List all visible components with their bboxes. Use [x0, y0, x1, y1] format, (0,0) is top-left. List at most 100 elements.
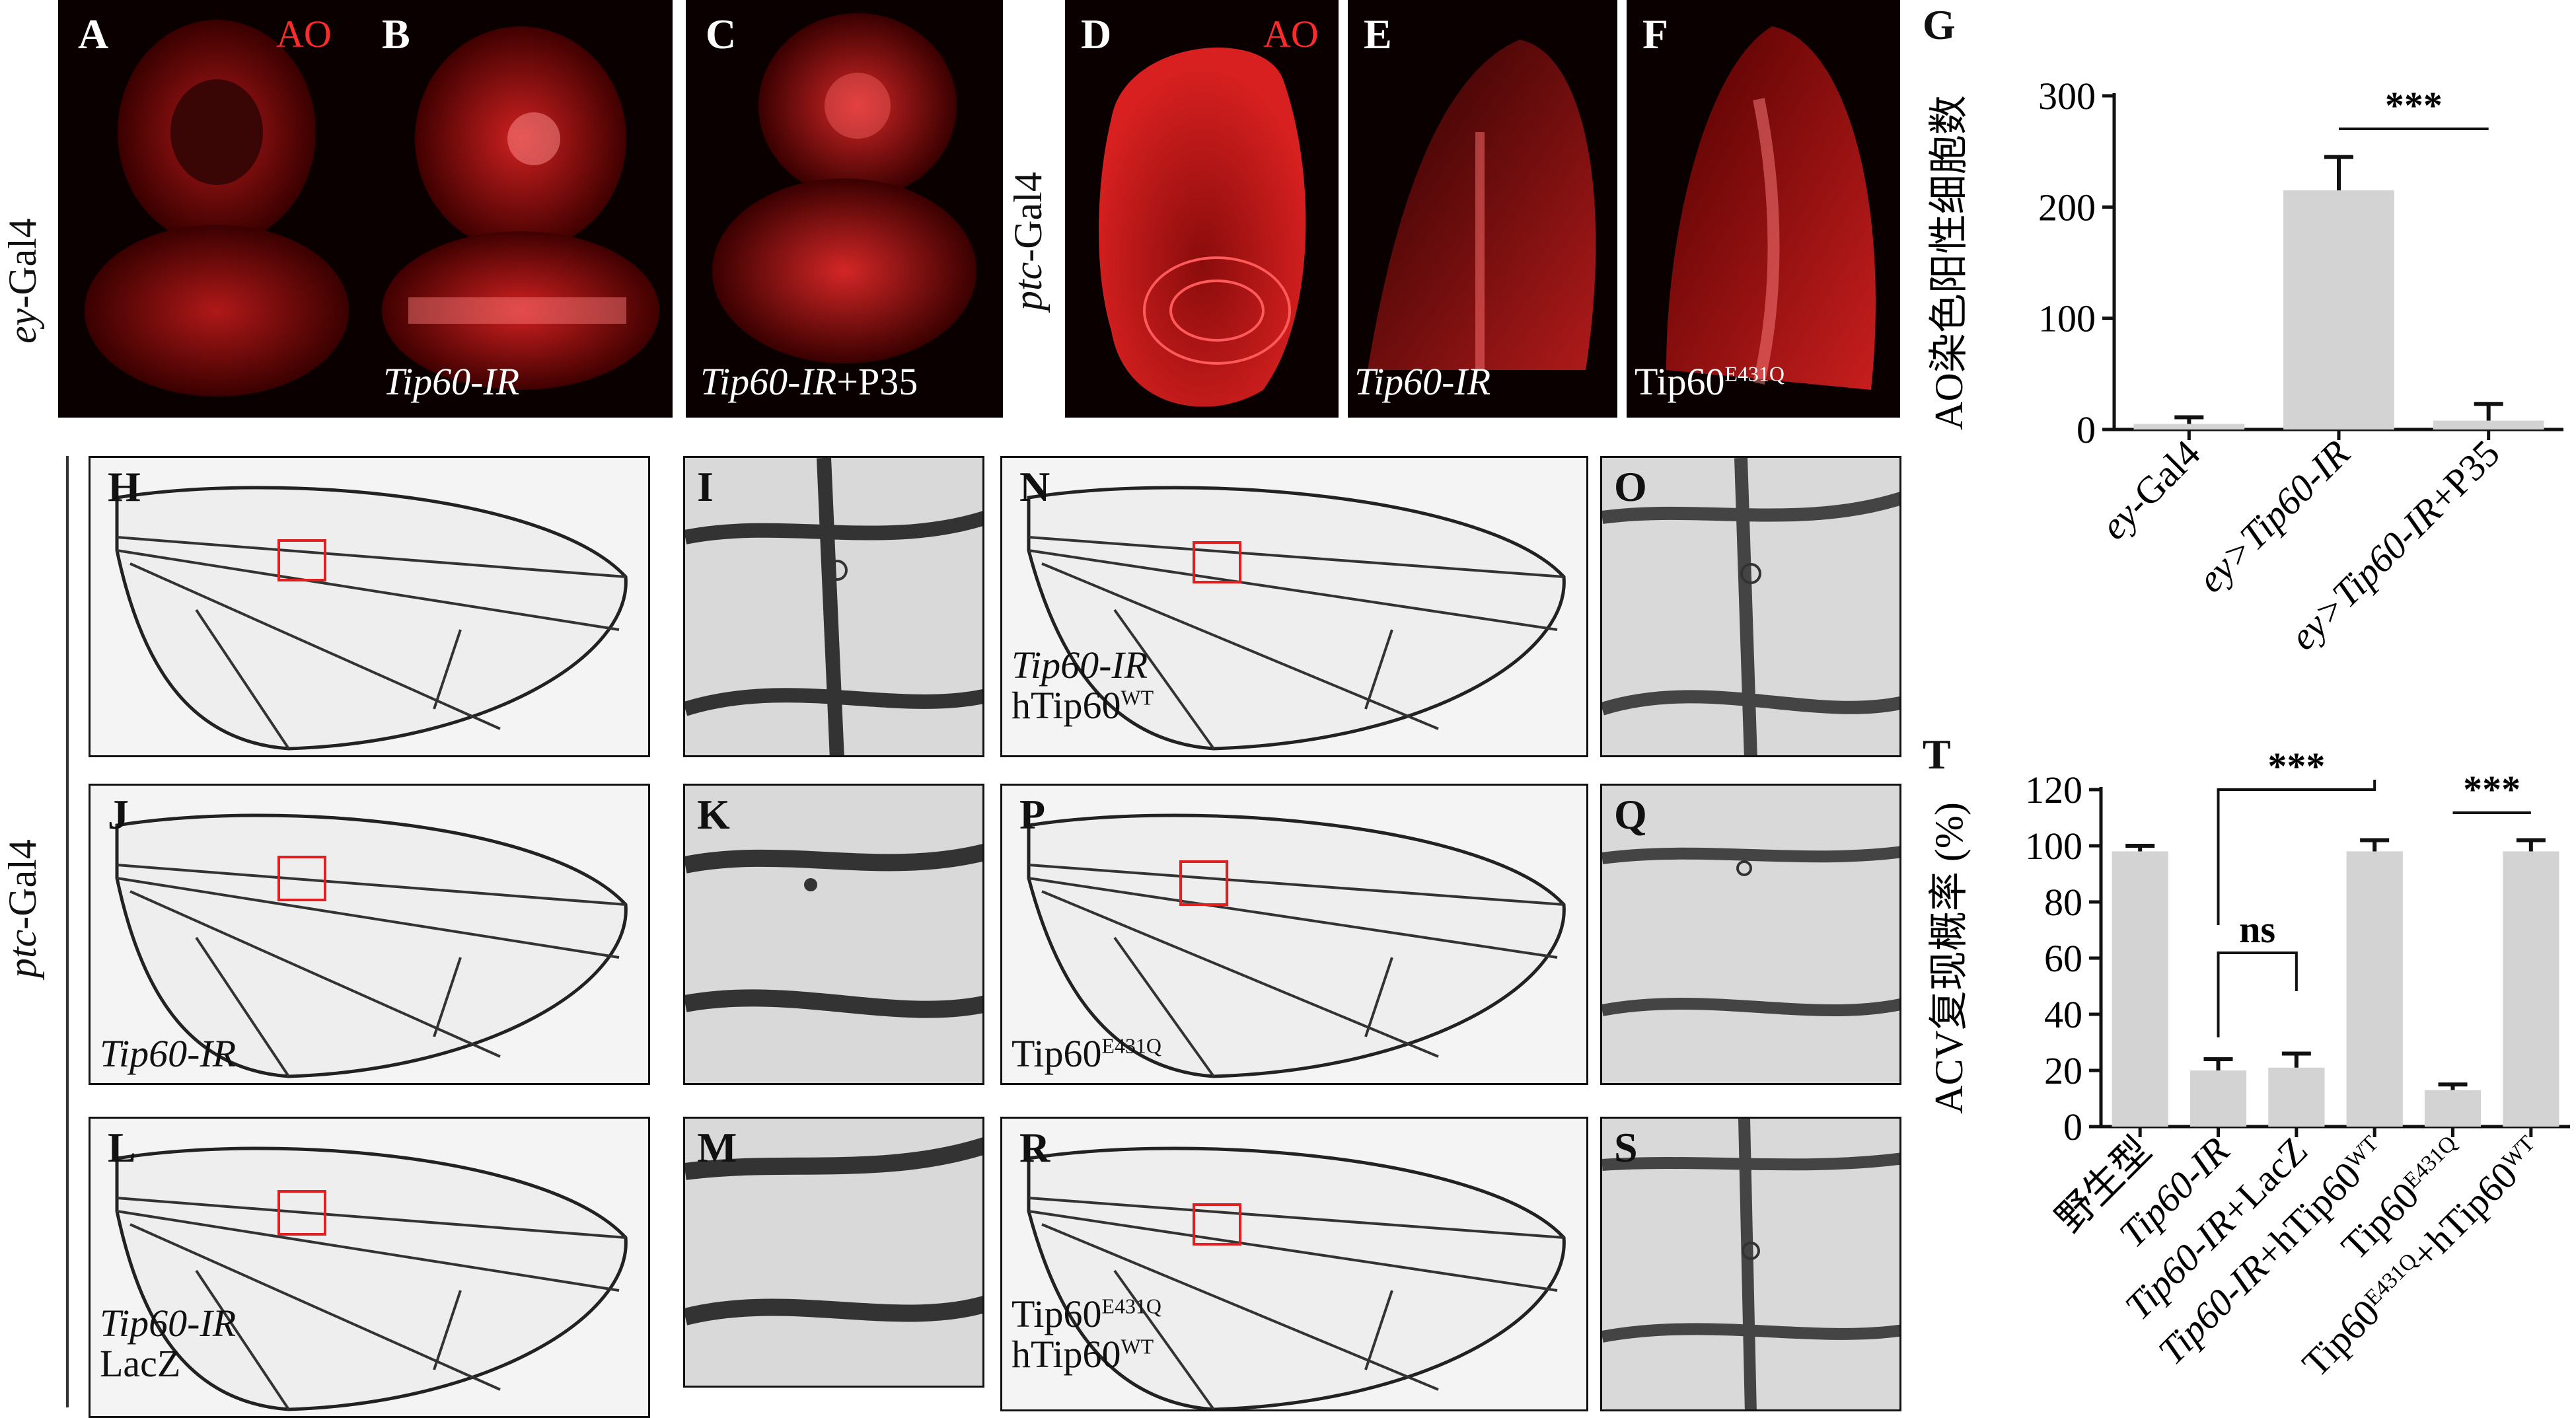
y-tick-label: 40: [2044, 993, 2082, 1036]
panel-letter-n: N: [1019, 463, 1050, 510]
wing-image: [1027, 813, 1566, 1078]
side-label-ptc-gal4-left: ptc-Gal4: [1, 839, 44, 978]
panel-letter-o: O: [1614, 463, 1647, 510]
panel-letter-k: K: [697, 791, 730, 838]
y-tick-label: 100: [2025, 825, 2082, 868]
panel-letter-q: Q: [1614, 791, 1647, 838]
panel-j-wing: J Tip60-IR: [89, 784, 650, 1085]
wing-image: [115, 813, 628, 1078]
panel-letter-e: E: [1364, 11, 1392, 57]
eye-disc-image: [382, 26, 659, 390]
eye-disc-image: [712, 13, 976, 363]
zoom-image: [685, 1137, 982, 1325]
y-tick-label: 120: [2025, 768, 2082, 811]
significance-label: ***: [2463, 768, 2521, 811]
y-tick-label: 300: [2038, 75, 2096, 118]
panel-letter-h: H: [108, 463, 141, 510]
bar: [2283, 190, 2394, 429]
panel-c-caption: Tip60-IR+P35: [700, 360, 918, 403]
panel-letter-d: D: [1081, 11, 1112, 57]
panel-e-caption: Tip60-IR: [1354, 360, 1491, 403]
wing-image: [1027, 1146, 1566, 1409]
panel-b-eye-disc: B Tip60-IR: [362, 0, 673, 418]
y-axis-label: AO染色阳性细胞数: [1927, 95, 1971, 430]
panel-k-zoom: K: [683, 784, 984, 1085]
panel-letter-a: A: [78, 11, 109, 57]
side-label-ey-gal4: ey-Gal4: [1, 218, 44, 344]
bar: [2503, 851, 2559, 1127]
bar: [2133, 424, 2245, 429]
panel-i-zoom: I: [683, 456, 984, 757]
panel-r-caption: Tip60E431Q hTip60WT: [1012, 1292, 1161, 1376]
significance-label: ***: [2267, 745, 2325, 788]
panel-l-caption: Tip60-IR LacZ: [100, 1302, 237, 1385]
zoom-image: [685, 458, 982, 755]
panel-r-wing: R Tip60E431Q hTip60WT: [1000, 1117, 1588, 1411]
panel-e-wing-disc: E Tip60-IR: [1348, 0, 1617, 418]
y-tick-label: 100: [2038, 297, 2096, 340]
wing-image: [1027, 486, 1566, 751]
significance-bracket: [2217, 780, 2376, 925]
panel-p-wing: P Tip60E431Q: [1000, 784, 1588, 1085]
ao-stain-label: AO: [1263, 13, 1319, 56]
bar: [2268, 1067, 2325, 1127]
zoom-image: [685, 844, 982, 1018]
y-tick-label: 80: [2044, 881, 2082, 924]
panel-letter-r: R: [1019, 1124, 1050, 1171]
bar: [2346, 851, 2403, 1127]
bar: [2190, 1070, 2247, 1127]
wing-disc-image: [1666, 26, 1876, 390]
panel-c-eye-disc: C Tip60-IR+P35: [686, 0, 1003, 418]
panel-m-zoom: M: [683, 1117, 984, 1388]
panel-s-zoom: S: [1600, 1117, 1901, 1411]
chart-g-ao-positive-cells: 0100200300AO染色阳性细胞数ey-Gal4ey>Tip60-IRey>…: [1927, 75, 2563, 658]
panel-letter-t: T: [1923, 731, 1951, 778]
significance-label: ***: [2385, 84, 2443, 127]
side-label-ptc-gal4-top: ptc-Gal4: [1006, 172, 1050, 311]
x-tick-label: ey>Tip60-IR: [2189, 431, 2358, 601]
y-tick-label: 0: [2077, 408, 2096, 451]
bar: [2433, 420, 2544, 429]
panel-a-eye-disc: A AO: [58, 0, 362, 418]
zoom-image: [1602, 1119, 1899, 1409]
bracket-line: [66, 456, 69, 1407]
panel-p-caption: Tip60E431Q: [1012, 1032, 1161, 1075]
panel-letter-f: F: [1642, 11, 1669, 57]
wing-image: [115, 1146, 628, 1411]
panel-letter-m: M: [697, 1124, 737, 1171]
eye-disc-image: [85, 20, 349, 396]
ao-stain-label: AO: [276, 13, 332, 56]
panel-j-caption: Tip60-IR: [100, 1032, 237, 1075]
panel-h-wing: H: [89, 456, 650, 757]
panel-letter-s: S: [1614, 1124, 1638, 1171]
panel-b-caption: Tip60-IR: [383, 360, 520, 403]
panel-f-caption: Tip60E431Q: [1635, 360, 1785, 403]
panel-letter-i: I: [697, 463, 714, 510]
y-tick-label: 200: [2038, 186, 2096, 229]
panel-letter-c: C: [706, 11, 737, 57]
panel-letter-l: L: [108, 1124, 136, 1171]
y-tick-label: 20: [2044, 1049, 2082, 1092]
zoom-image: [1602, 458, 1899, 755]
panel-q-zoom: Q: [1600, 784, 1901, 1085]
wing-image: [115, 486, 628, 751]
y-axis-label: ACV复现概率 (%): [1927, 802, 1971, 1114]
panel-n-wing: N Tip60-IR hTip60WT: [1000, 456, 1588, 757]
wing-disc-image: [1368, 40, 1596, 370]
significance-bracket: [2217, 952, 2298, 1037]
panel-d-wing-disc: D AO: [1065, 0, 1339, 418]
panel-letter-j: J: [108, 791, 129, 838]
zoom-image: [1602, 846, 1899, 1016]
panel-letter-g: G: [1923, 1, 1956, 48]
bar: [2424, 1090, 2482, 1127]
x-tick-label: ey-Gal4: [2092, 431, 2209, 548]
panel-letter-b: B: [382, 11, 410, 57]
y-tick-label: 0: [2063, 1105, 2082, 1148]
panel-f-wing-disc: F Tip60E431Q: [1627, 0, 1900, 418]
wing-disc-image: [1099, 47, 1306, 407]
significance-label: ns: [2239, 908, 2275, 951]
bar: [2112, 851, 2168, 1127]
y-tick-label: 60: [2044, 937, 2082, 980]
panel-letter-p: P: [1019, 791, 1046, 838]
